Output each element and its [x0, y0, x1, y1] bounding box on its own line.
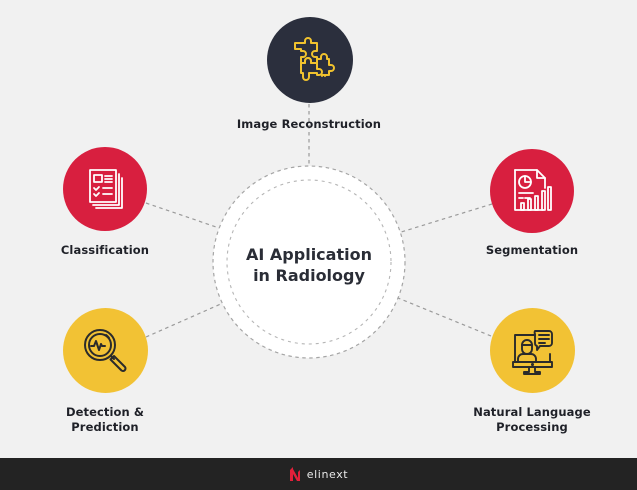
brand-logo: elinext [289, 466, 348, 482]
connector-lines [145, 104, 493, 359]
label-classification: Classification [60, 243, 150, 257]
elinext-logo-icon [289, 467, 300, 481]
node-segmentation [490, 149, 574, 233]
puzzle-pieces-icon [294, 37, 335, 81]
center-outer-circle [212, 165, 406, 359]
node-classification [63, 147, 147, 231]
footer-bar: elinext [0, 458, 637, 490]
node-image-reconstruction [267, 17, 353, 103]
center-inner-circle [226, 179, 392, 345]
node-detection-prediction [63, 308, 148, 393]
label-image-reconstruction: Image Reconstruction [236, 117, 382, 131]
document-checklist-icon [89, 169, 123, 209]
report-chart-icon [514, 169, 552, 211]
diagram-canvas: AI Application in Radiology Image Recons… [60, 17, 591, 434]
brand-name: elinext [306, 467, 349, 481]
center-title-line1: AI Application [246, 245, 372, 264]
center-title-line2: in Radiology [253, 266, 365, 285]
magnifier-pulse-icon [83, 328, 126, 372]
monitor-chat-icon [511, 329, 553, 375]
label-detection-prediction: Detection & Prediction [65, 405, 145, 434]
center-title: AI Application in Radiology [209, 244, 409, 286]
node-natural-language-processing [490, 308, 575, 393]
label-natural-language-processing: Natural Language Processing [473, 405, 591, 434]
label-segmentation: Segmentation [485, 243, 579, 257]
